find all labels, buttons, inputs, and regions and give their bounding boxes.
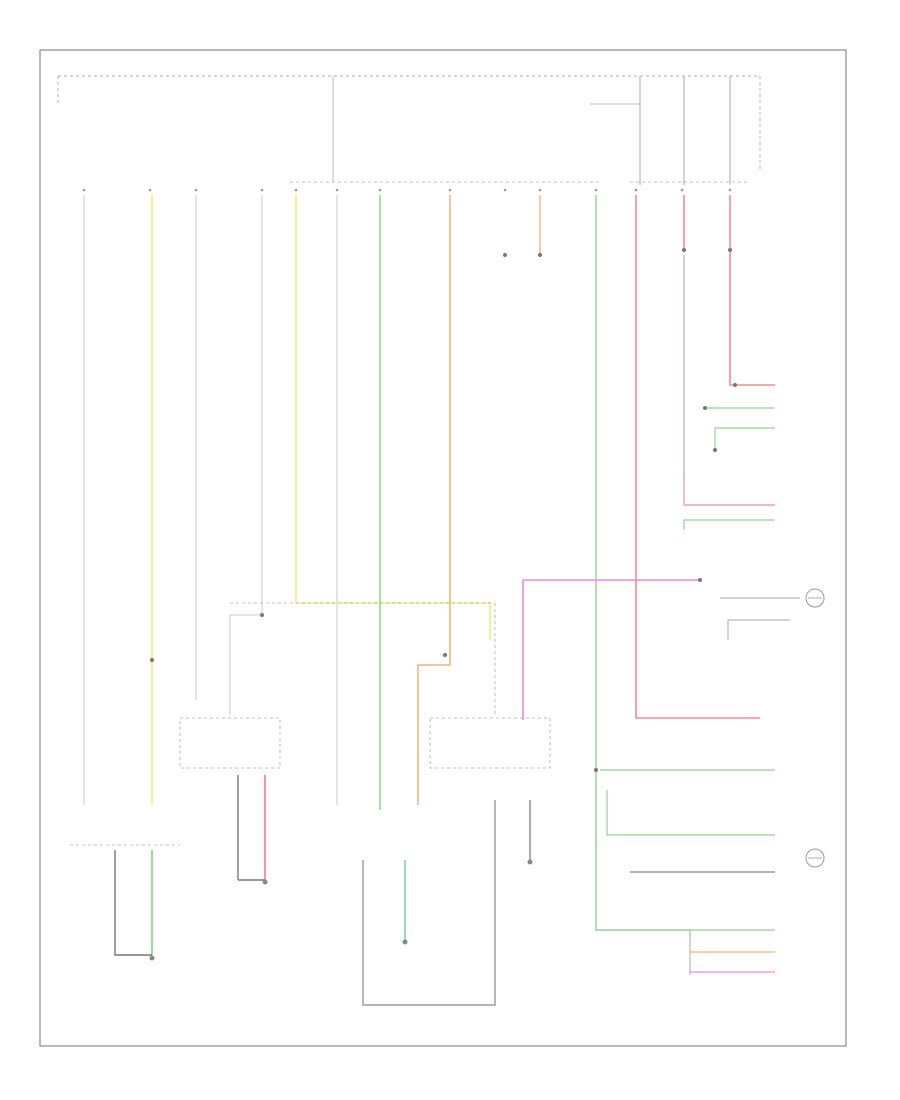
- wire-green-short-3: [683, 519, 775, 530]
- diagram-frame: [39, 49, 847, 1047]
- wire-bottom-left-loop: [114, 850, 152, 956]
- wire-red-lower: [683, 470, 775, 506]
- ground-icon: [149, 859, 533, 961]
- wire-green-right: [595, 195, 690, 931]
- lamp-icon: [805, 848, 825, 868]
- wire-yellow-center: [295, 195, 491, 640]
- wire-green-short-2: [714, 427, 775, 450]
- wire-red-long: [635, 195, 760, 719]
- wire-orange-center: [417, 195, 451, 805]
- lamp-icon: [805, 588, 825, 608]
- wire-red-right: [729, 195, 775, 386]
- wire-dark-mid: [727, 619, 790, 640]
- wire-green-mid-2: [606, 790, 775, 836]
- wire-pink: [522, 579, 700, 720]
- module-box-center: [429, 717, 551, 769]
- module-box-left: [179, 717, 281, 769]
- splice-points: [150, 248, 737, 772]
- wire-bottom-center-loop: [362, 800, 496, 1006]
- connector-terminals: [82, 188, 732, 192]
